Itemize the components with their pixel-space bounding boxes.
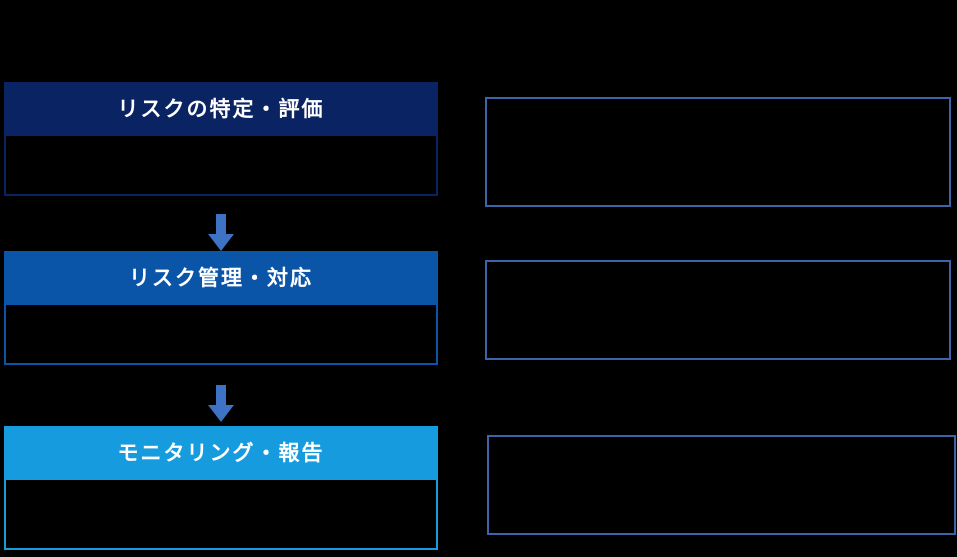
stage-body-text-risk-management [6, 305, 436, 363]
detail-panel-3 [487, 435, 956, 535]
stage-header-risk-identification: リスクの特定・評価 [4, 82, 438, 136]
detail-panel-2-text [487, 262, 949, 358]
connector-arrow-2 [204, 385, 238, 423]
stage-header-risk-management: リスク管理・対応 [4, 251, 438, 305]
detail-panel-3-text [489, 437, 954, 533]
flow-stage-monitoring-reporting[interactable]: モニタリング・報告 [4, 426, 438, 550]
stage-body-monitoring-reporting [4, 480, 438, 550]
arrow-down-icon [208, 385, 234, 422]
detail-panel-2 [485, 260, 951, 360]
detail-panel-1 [485, 97, 951, 207]
stage-header-monitoring-reporting: モニタリング・報告 [4, 426, 438, 480]
flow-stage-risk-identification[interactable]: リスクの特定・評価 [4, 82, 438, 196]
flow-stage-risk-management[interactable]: リスク管理・対応 [4, 251, 438, 365]
stage-body-risk-identification [4, 136, 438, 196]
stage-body-text-monitoring-reporting [6, 480, 436, 548]
detail-panel-1-text [487, 99, 949, 205]
stage-body-risk-management [4, 305, 438, 365]
stage-title-risk-management: リスク管理・対応 [129, 266, 313, 290]
stage-title-risk-identification: リスクの特定・評価 [117, 97, 325, 121]
stage-title-monitoring-reporting: モニタリング・報告 [117, 441, 325, 465]
stage-body-text-risk-identification [6, 136, 436, 194]
arrow-down-icon [208, 214, 234, 251]
connector-arrow-1 [204, 214, 238, 252]
